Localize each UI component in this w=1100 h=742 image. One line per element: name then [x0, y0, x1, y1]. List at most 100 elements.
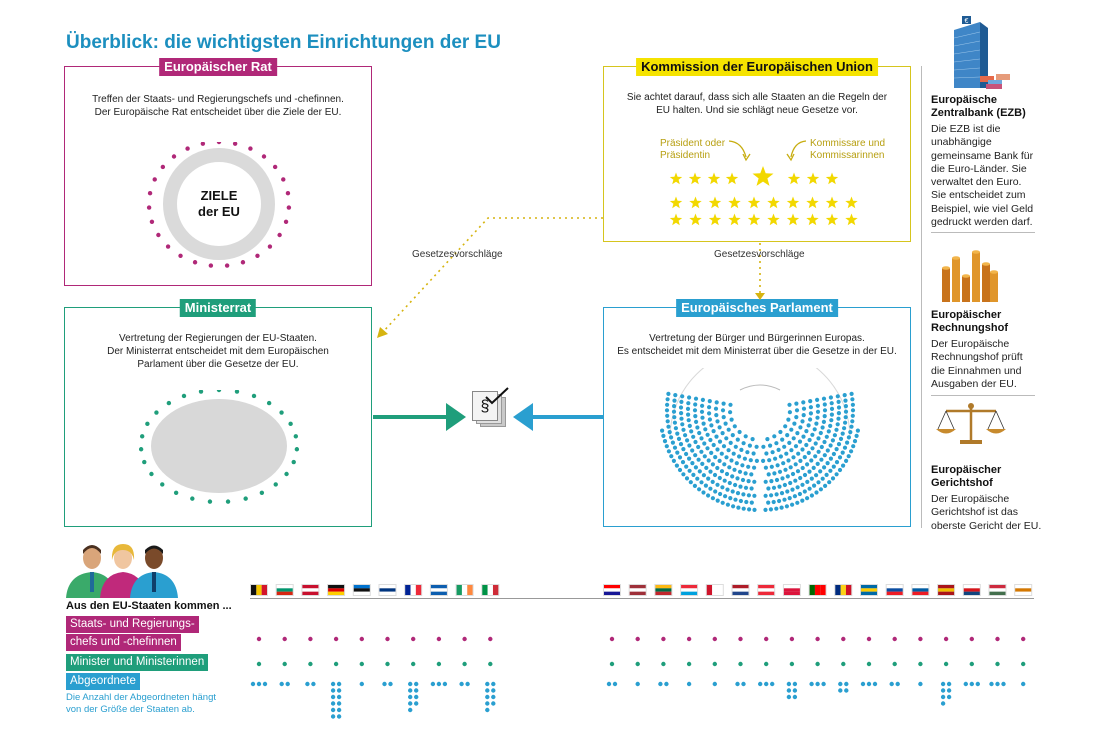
mep-seat	[680, 422, 685, 427]
minister-dot	[166, 400, 172, 406]
mep-seat	[719, 451, 724, 456]
minister-dot	[154, 410, 159, 415]
mep-seat	[735, 476, 740, 481]
minister-dot	[333, 661, 339, 667]
mep-seat	[793, 444, 799, 449]
commissioner-star	[786, 196, 800, 209]
mep-dot	[1001, 681, 1006, 687]
mep-seat	[675, 450, 680, 455]
mep-seat	[749, 500, 754, 505]
mep-seat	[807, 437, 812, 443]
flag-stripe	[912, 591, 929, 595]
parlament-label: Europäisches Parlament	[676, 299, 838, 317]
minister-dot-ring	[139, 390, 299, 504]
head-of-state-dot	[712, 636, 717, 642]
mep-dot	[844, 681, 849, 687]
mep-seat	[717, 425, 722, 430]
mep-seat	[809, 458, 814, 463]
mep-dot	[658, 681, 663, 687]
mep-seat	[702, 441, 707, 446]
coin-stack	[952, 258, 960, 302]
mep-seat	[699, 449, 704, 454]
mep-dot	[770, 681, 775, 687]
mep-dot	[336, 681, 342, 687]
head-of-state-dot	[192, 260, 198, 265]
flag-stripe	[353, 585, 370, 589]
mep-seat	[805, 479, 810, 484]
mep-dot	[305, 681, 310, 687]
mep-seat	[670, 440, 675, 445]
mep-seat	[699, 409, 705, 414]
mep-dot	[382, 681, 387, 687]
mep-seat	[795, 485, 800, 490]
mep-seat	[798, 475, 803, 481]
country-flag	[455, 584, 474, 596]
flag-stripe	[430, 591, 447, 595]
head-of-state-dot	[200, 142, 206, 146]
mep-seat	[721, 401, 726, 406]
mep-dot	[809, 681, 814, 687]
head-of-state-dot	[281, 177, 286, 182]
head-of-state-dot	[255, 253, 260, 259]
mep-seat	[693, 465, 698, 470]
mep-seat	[816, 436, 821, 441]
mep-dot	[408, 701, 413, 706]
mep-seat	[709, 450, 714, 455]
mep-seat	[719, 469, 725, 474]
mep-seat	[680, 460, 686, 465]
mep-seat	[837, 455, 843, 460]
flag-stripe	[732, 585, 749, 589]
minister-dot	[216, 390, 222, 393]
mep-seat	[840, 431, 845, 436]
mep-seat	[785, 474, 790, 479]
minister-dot	[266, 400, 272, 406]
mep-dot	[792, 688, 798, 693]
mep-seat	[684, 476, 690, 481]
mep-seat	[711, 442, 716, 448]
minister-dot	[892, 661, 897, 667]
mep-seat	[774, 506, 779, 511]
mep-dot	[408, 707, 413, 713]
mep-dot	[336, 694, 342, 700]
mep-seat	[801, 413, 806, 418]
minister-dot	[198, 390, 204, 394]
head-of-state-dot	[359, 636, 364, 642]
mep-seat	[850, 419, 855, 424]
mep-seat	[728, 410, 733, 415]
minister-dot	[173, 490, 179, 495]
mep-seat	[787, 410, 792, 415]
flag-stripe	[302, 585, 319, 589]
mep-seat	[661, 433, 666, 438]
flag-stripe	[1015, 588, 1032, 592]
commissioner-star	[708, 196, 722, 209]
mep-seat	[764, 451, 769, 456]
mep-seat	[834, 427, 839, 432]
mep-seat	[792, 421, 797, 426]
minister-dot	[142, 459, 147, 465]
country-flag	[782, 584, 801, 596]
minister-dot	[279, 410, 284, 415]
mep-seat	[801, 406, 807, 411]
mep-seat	[845, 440, 850, 445]
minister-dot	[436, 661, 442, 667]
mep-seat	[822, 408, 828, 413]
mep-dot	[330, 681, 336, 687]
mep-seat	[664, 444, 669, 449]
mep-seat	[802, 455, 807, 460]
mep-seat	[693, 396, 699, 401]
mep-seat	[782, 482, 787, 488]
mep-seat	[702, 454, 707, 459]
flag-stripe	[717, 585, 723, 595]
mep-seat	[829, 412, 834, 417]
mep-seat	[705, 446, 710, 451]
commissioner-star	[688, 172, 702, 185]
flag-stripe	[302, 588, 319, 592]
mep-seat	[664, 408, 670, 413]
mep-seat	[686, 401, 691, 406]
mep-seat	[802, 489, 807, 494]
mep-seat	[701, 473, 706, 478]
mep-seat	[741, 441, 746, 446]
flag-stripe	[379, 588, 396, 592]
mep-dot	[491, 701, 496, 706]
mep-dot	[764, 681, 769, 687]
